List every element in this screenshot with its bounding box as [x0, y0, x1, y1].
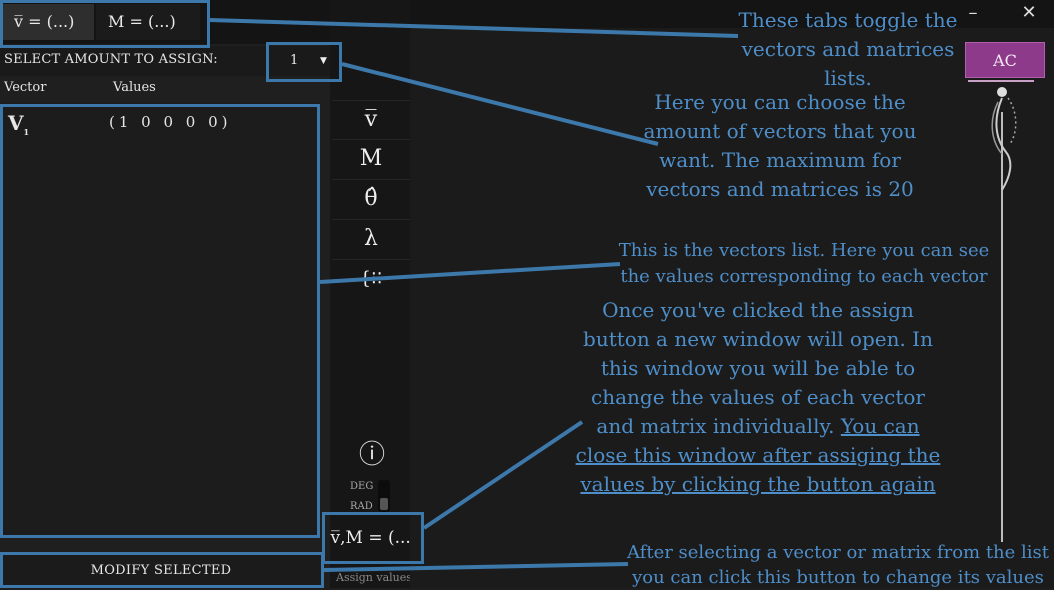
vector-name: V1 [8, 111, 30, 137]
ac-button[interactable]: AC [965, 42, 1045, 78]
matrix-tool-button[interactable]: M [332, 139, 410, 177]
annotation-modify: After selecting a vector or matrix from … [626, 542, 1050, 588]
deg-label: DEG [350, 481, 374, 492]
minimize-icon[interactable]: – [968, 2, 978, 23]
amount-row [0, 46, 330, 76]
decorative-stick [1001, 112, 1003, 542]
annotation-list: This is the vectors list. Here you can s… [618, 240, 990, 287]
annotation-tabs: These tabs toggle the vectors and matric… [738, 8, 958, 90]
annotation-assign-underlined: You can close this window after assiging… [575, 414, 941, 496]
column-header-vector: Vector [4, 80, 47, 95]
list-item[interactable]: V1 (1 0 0 0 0) [0, 111, 320, 137]
column-header-values: Values [113, 80, 156, 95]
rad-label: RAD [350, 501, 373, 512]
vector-tool-button[interactable]: v̅ [332, 100, 410, 138]
close-icon[interactable]: ✕ [1021, 2, 1037, 23]
chevron-down-icon: ▼ [320, 56, 327, 66]
tab-vectors[interactable]: v̅ = (...) [2, 4, 94, 40]
modify-selected-button[interactable]: MODIFY SELECTED [0, 553, 322, 588]
ac-underline [968, 80, 1034, 82]
vector-values: (1 0 0 0 0) [109, 113, 232, 131]
amount-label: SELECT AMOUNT TO ASSIGN: [4, 52, 218, 67]
tab-matrices[interactable]: M = (...) [96, 4, 200, 40]
assign-values-button[interactable]: v̅,M = (...) [330, 528, 418, 548]
deg-rad-toggle[interactable] [378, 480, 390, 512]
annotation-assign: Once you've clicked the assign button a … [574, 296, 942, 499]
toolbar [330, 0, 410, 588]
annotation-assign-text: Once you've clicked the assign button a … [583, 298, 933, 438]
assign-caption: Assign values [336, 571, 412, 584]
vector-list[interactable]: V1 (1 0 0 0 0) [0, 103, 320, 537]
toggle-knob [380, 498, 388, 510]
amount-value: 1 [290, 53, 299, 68]
theta-tool-button[interactable]: θ̂ [332, 179, 410, 217]
annotation-amount: Here you can choose the amount of vector… [643, 90, 917, 201]
lambda-tool-button[interactable]: λ [332, 219, 410, 257]
amount-dropdown[interactable]: 1 ▼ [268, 44, 340, 80]
info-icon[interactable]: ⓘ [358, 440, 385, 470]
title-bar [410, 0, 1054, 28]
ornament-icon [991, 87, 1017, 191]
main-area [410, 0, 1054, 588]
